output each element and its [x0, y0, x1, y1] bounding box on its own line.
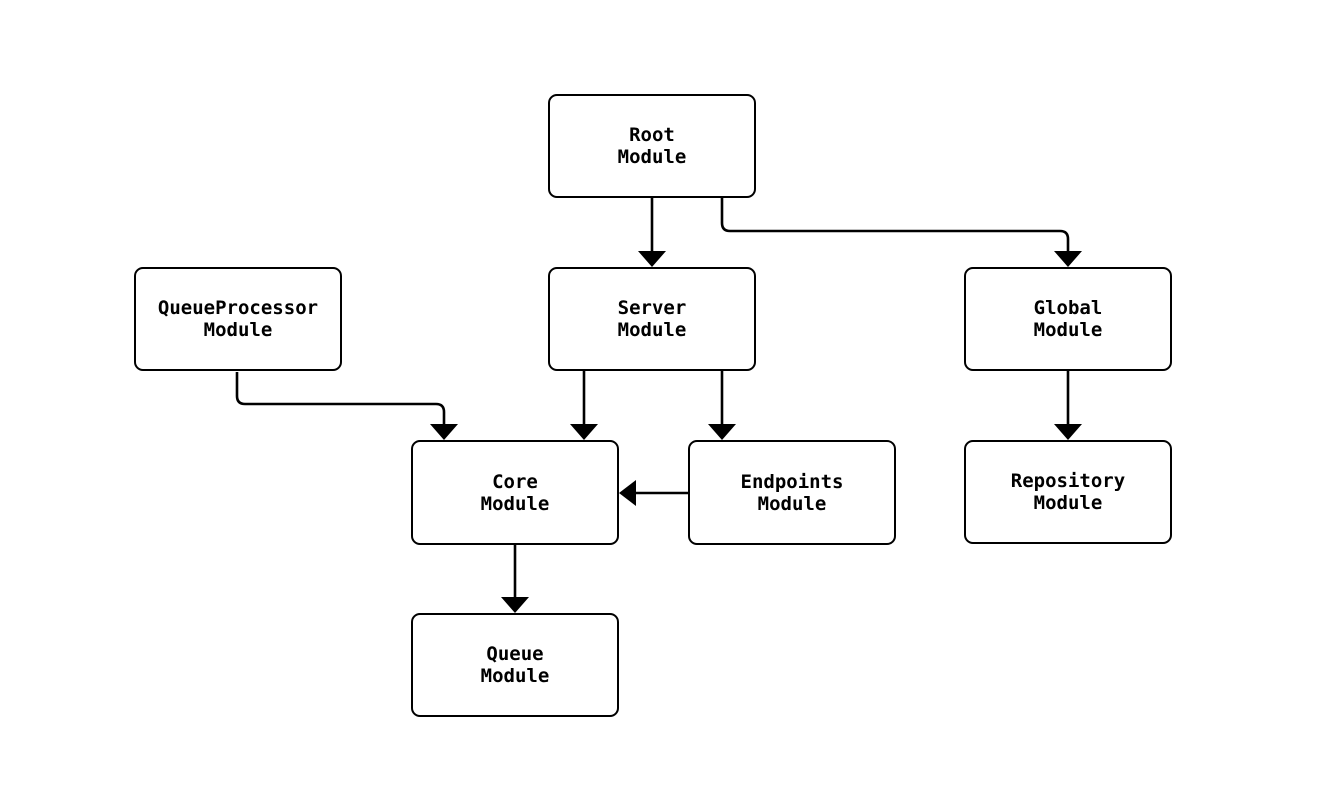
node-label-line: QueueProcessor — [157, 297, 319, 319]
node-endpoints-module: Endpoints Module — [688, 440, 896, 545]
node-label-line: Module — [617, 146, 687, 168]
node-queue-module: Queue Module — [411, 613, 619, 717]
node-label-line: Module — [480, 665, 550, 687]
node-label-line: Module — [1033, 492, 1103, 514]
node-root-module: Root Module — [548, 94, 756, 198]
node-label-line: Server — [617, 297, 687, 319]
edge-root-to-server — [638, 198, 666, 267]
node-label-line: Module — [617, 319, 687, 341]
node-label-line: Module — [480, 492, 550, 515]
edge-root-to-global — [720, 198, 1082, 267]
node-label-line: Core — [492, 470, 538, 493]
node-label-line: Queue — [486, 643, 544, 665]
node-label-line: Root — [629, 124, 675, 146]
node-label-line: Module — [757, 492, 827, 515]
node-core-module: Core Module — [411, 440, 619, 545]
node-repository-module: Repository Module — [964, 440, 1172, 544]
node-label-line: Module — [1033, 319, 1103, 341]
edge-server-to-endpoints — [708, 371, 736, 440]
node-label-line: Module — [203, 319, 273, 341]
node-label-line: Global — [1033, 297, 1103, 319]
node-server-module: Server Module — [548, 267, 756, 371]
edge-endpoints-to-core — [619, 480, 688, 506]
node-label-line: Endpoints — [740, 470, 844, 493]
edge-queueprocessor-to-core — [235, 372, 458, 440]
edge-core-to-queue — [501, 545, 529, 613]
edge-server-to-core — [570, 371, 598, 440]
edge-global-to-repository — [1054, 371, 1082, 440]
node-label-line: Repository — [1010, 470, 1126, 492]
node-queueprocessor-module: QueueProcessor Module — [134, 267, 342, 371]
node-global-module: Global Module — [964, 267, 1172, 371]
